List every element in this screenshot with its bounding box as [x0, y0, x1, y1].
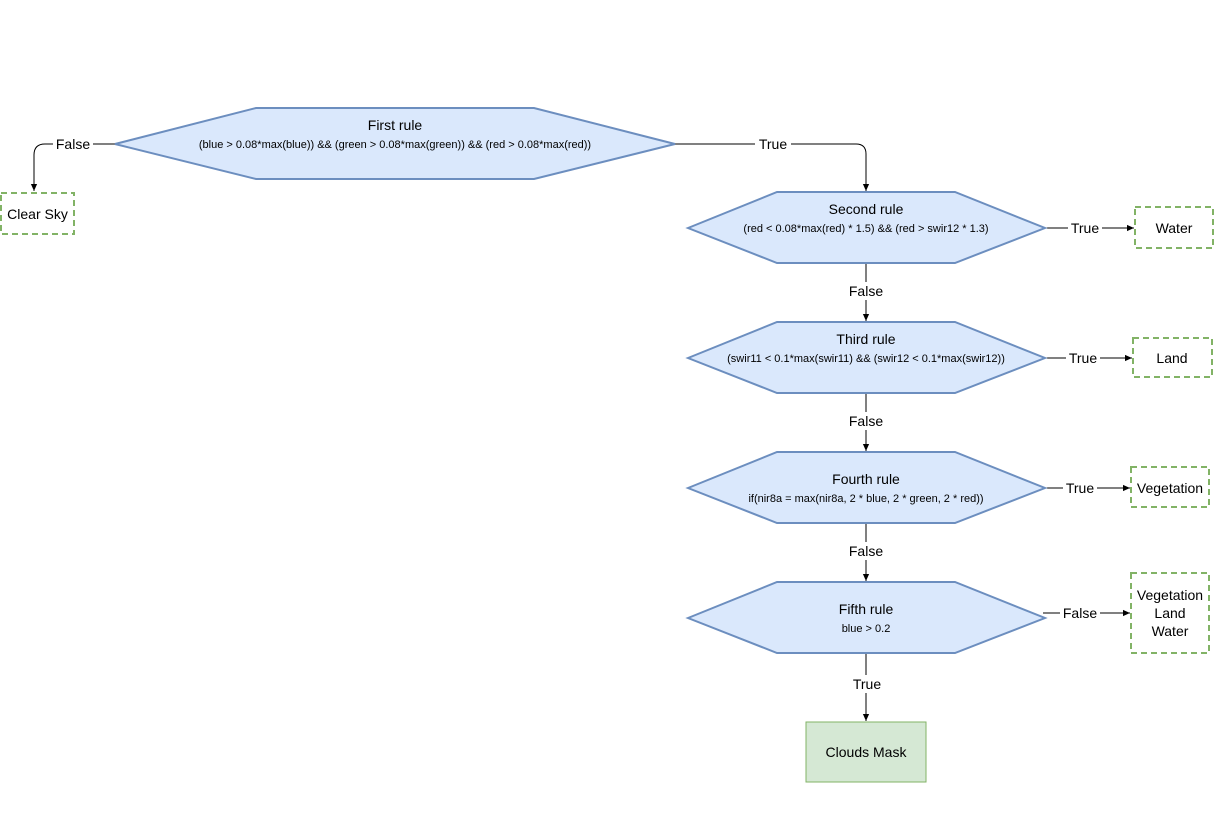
- outcome-vegetation: Vegetation: [1130, 466, 1210, 508]
- edge-label-first-false: False: [56, 136, 90, 152]
- edge-label-third-true: True: [1069, 350, 1097, 366]
- rule-third-expr: (swir11 < 0.1*max(swir11) && (swir12 < 0…: [727, 353, 1005, 365]
- outcome-water: Water: [1134, 206, 1214, 249]
- edge-label-fifth-true: True: [853, 676, 881, 692]
- edge-first-false: [30, 143, 115, 191]
- edge-label-second-true: True: [1071, 220, 1099, 236]
- rule-second: Second rule (red < 0.08*max(red) * 1.5) …: [685, 191, 1048, 264]
- outcome-mixed-line-1: Vegetation: [1137, 587, 1203, 603]
- outcome-mixed-line-2: Land: [1154, 605, 1185, 621]
- rule-first-expr: (blue > 0.08*max(blue)) && (green > 0.08…: [199, 139, 591, 151]
- outcome-mixed-line-3: Water: [1152, 623, 1189, 639]
- rule-second-expr: (red < 0.08*max(red) * 1.5) && (red > sw…: [743, 223, 988, 235]
- outcome-water-label: Water: [1156, 220, 1193, 236]
- outcome-clouds-mask-label: Clouds Mask: [826, 744, 908, 760]
- outcome-vegetation-label: Vegetation: [1137, 480, 1203, 496]
- edge-first-true: [675, 143, 870, 191]
- outcome-land: Land: [1132, 337, 1213, 378]
- edge-label-first-true: True: [759, 136, 787, 152]
- edge-label-fourth-true: True: [1066, 480, 1094, 496]
- outcome-clear-sky: Clear Sky: [0, 192, 75, 235]
- rule-fourth: Fourth rule if(nir8a = max(nir8a, 2 * bl…: [685, 451, 1048, 524]
- rule-second-title: Second rule: [829, 201, 904, 217]
- rule-first-title: First rule: [368, 117, 423, 133]
- rule-first: First rule (blue > 0.08*max(blue)) && (g…: [114, 107, 676, 180]
- edge-label-fourth-false: False: [849, 543, 883, 559]
- edge-label-second-false: False: [849, 283, 883, 299]
- rule-fifth-expr: blue > 0.2: [842, 623, 891, 635]
- edge-label-fifth-false: False: [1063, 605, 1097, 621]
- rule-fourth-title: Fourth rule: [832, 471, 900, 487]
- outcome-mixed: Vegetation Land Water: [1130, 572, 1210, 654]
- edge-label-third-false: False: [849, 413, 883, 429]
- outcome-land-label: Land: [1156, 350, 1187, 366]
- rule-third: Third rule (swir11 < 0.1*max(swir11) && …: [685, 321, 1048, 394]
- rule-fourth-expr: if(nir8a = max(nir8a, 2 * blue, 2 * gree…: [748, 493, 983, 505]
- rule-fifth: Fifth rule blue > 0.2: [685, 581, 1048, 654]
- outcome-clear-sky-label: Clear Sky: [7, 206, 68, 222]
- outcome-clouds-mask: Clouds Mask: [805, 721, 927, 783]
- rule-third-title: Third rule: [836, 331, 895, 347]
- rule-fifth-title: Fifth rule: [839, 601, 894, 617]
